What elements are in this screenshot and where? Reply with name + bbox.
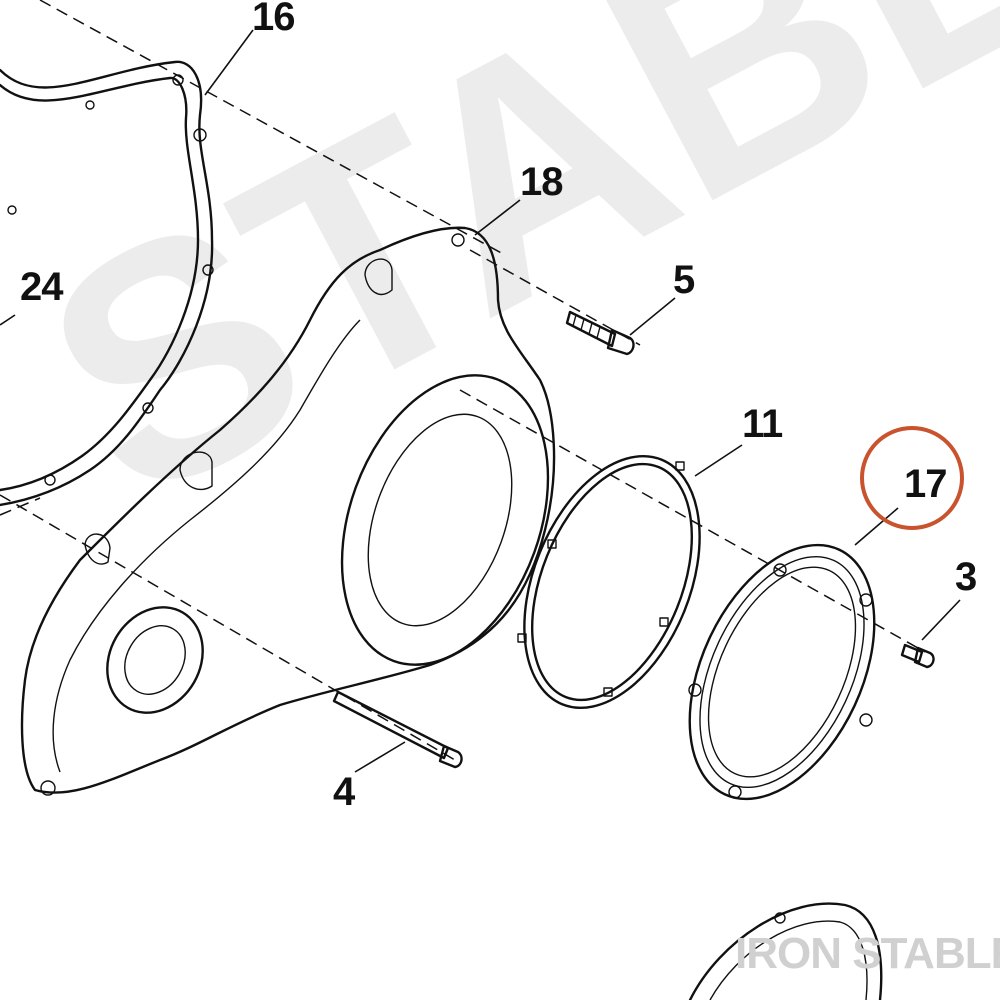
callout-4: 4 [333,770,356,814]
ring-tab [675,461,685,471]
brand-watermark: IRON STABLE [735,929,1000,978]
axis-line-center [459,389,926,653]
derby-bolt-hole [773,563,787,577]
callout-labels: 16 18 24 5 11 17 3 4 [20,0,977,814]
leader-4 [354,741,406,773]
screw-part-3 [900,643,935,669]
cover-lug [179,451,213,491]
primary-cover-part-18 [20,226,556,796]
leader-24 [0,314,16,326]
ring-tab [603,687,613,697]
ring-tab [517,633,527,643]
cover-lug [84,533,111,565]
callout-18: 18 [520,160,563,204]
cover-opening-inner [367,413,513,627]
leader-17 [854,507,899,546]
callout-11: 11 [742,402,783,446]
inspection-boss [106,606,204,714]
axis-line-lower [0,494,456,761]
gasket-bolt-hole [172,74,184,86]
leader-18 [474,199,521,236]
gasket-bolt-hole [193,128,207,142]
inspection-boss-inner [124,625,186,695]
watermark-text: STABLE [0,0,1000,571]
leader-3 [921,599,961,641]
gasket-bolt-hole [202,264,214,276]
cover-opening-rim [340,374,550,666]
ring-tab [547,539,557,549]
partial-derby-cover [688,902,883,1000]
derby-bolt-hole [859,713,873,727]
callout-5: 5 [673,258,695,302]
cover-lug [364,258,393,295]
long-bolt-part-4 [332,690,463,769]
gasket-bolt-hole [142,402,154,414]
leader-5 [629,297,676,336]
partial-cover-bolt-hole [774,912,786,924]
callout-16: 16 [252,0,295,39]
callout-highlight-circle [860,426,964,530]
gasket-bolt-hole [44,474,56,486]
callout-3: 3 [955,555,976,599]
leader-16 [204,29,254,96]
bolt-part-5 [565,310,635,356]
derby-cover-part-17 [688,543,876,801]
axis-line-left [0,497,41,516]
derby-bolt-hole [688,683,702,697]
gasket-part-16 [0,60,214,507]
gasket-bolt-hole [7,205,17,215]
gasket-bolt-hole [85,100,95,110]
callout-17: 17 [904,462,947,506]
derby-bolt-hole [728,785,742,799]
ring-tab [659,617,669,627]
seal-ring-part-11 [517,454,701,710]
derby-bolt-hole [859,593,873,607]
axis-line-top [39,0,506,256]
leader-11 [694,444,743,477]
cover-bolt-hole [40,780,56,796]
callout-24: 24 [20,265,64,309]
cover-bolt-hole [451,233,465,247]
leader-lines [0,29,961,773]
